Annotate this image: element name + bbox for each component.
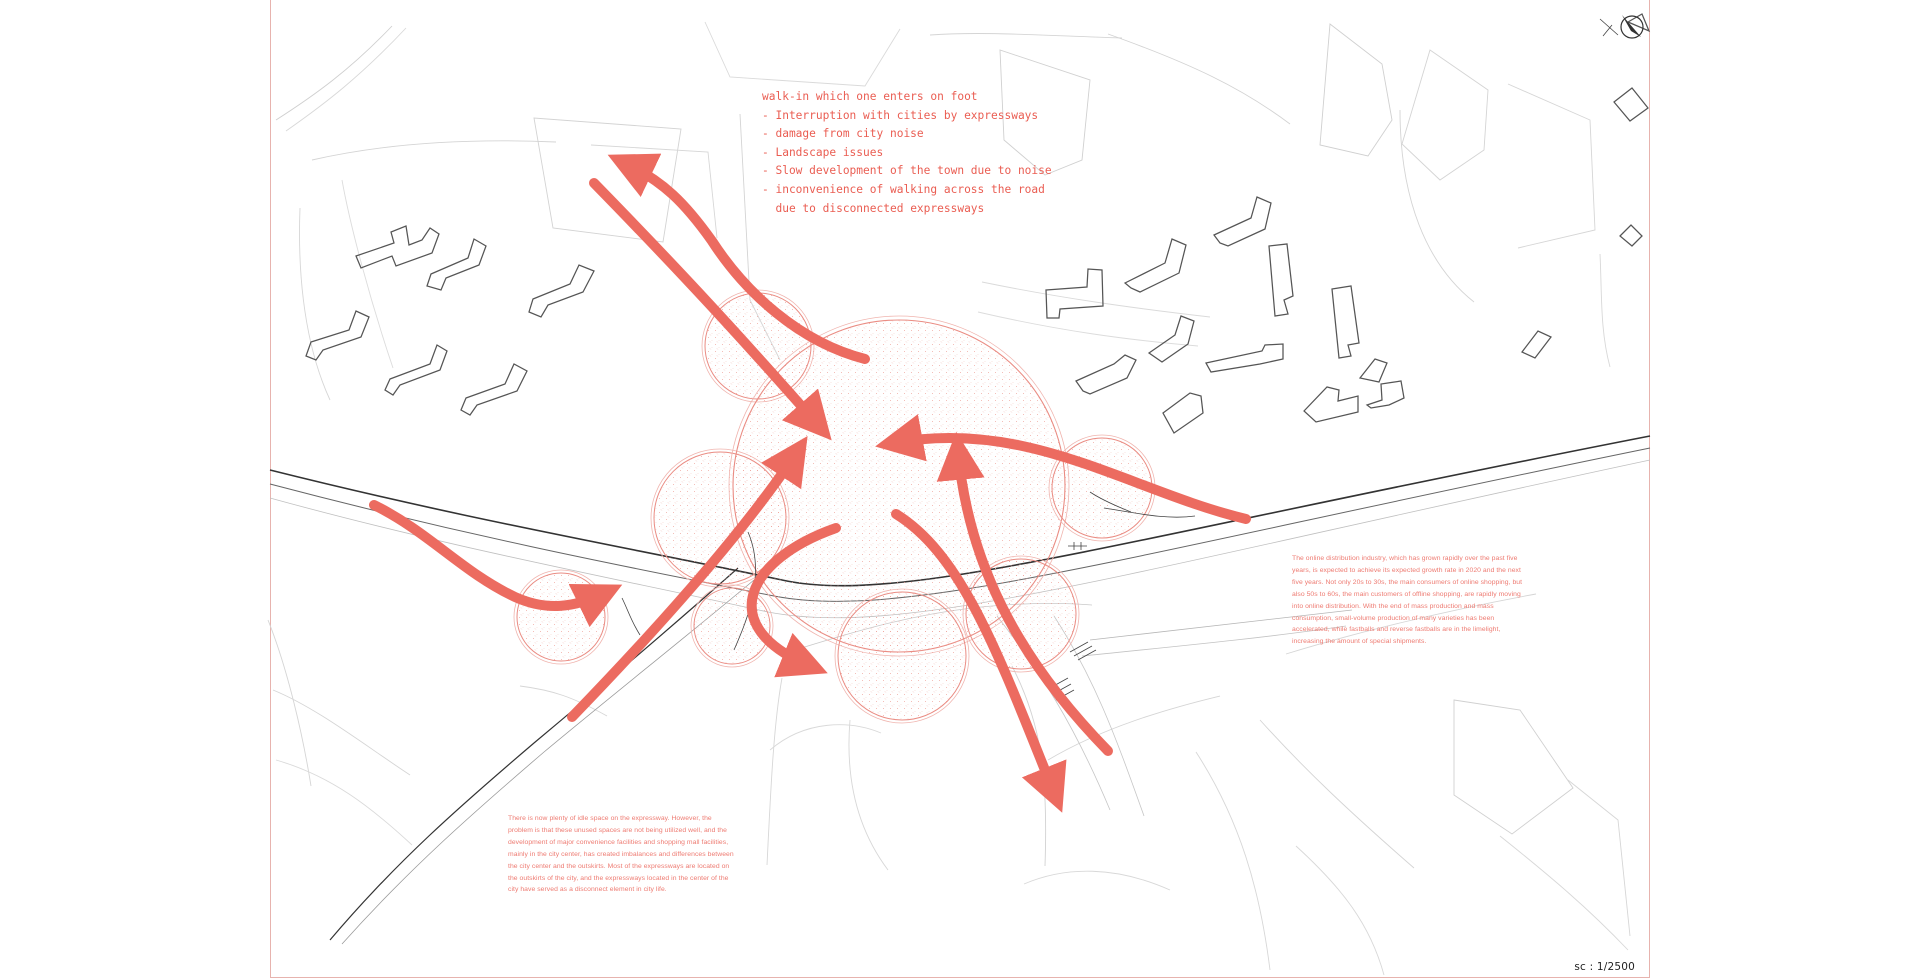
north-arrow-pointer xyxy=(1622,15,1641,37)
base-map xyxy=(267,21,1631,976)
online-distribution-paragraph: The online distribution industry, which … xyxy=(1292,555,1523,646)
circular-plazas xyxy=(513,289,1156,724)
arrow-left-plaza xyxy=(369,500,623,628)
note-line: - inconvenience of walking across the ro… xyxy=(762,182,1045,196)
arrow-vertical-south-east xyxy=(936,431,1113,756)
pedestrian-flow-arrows xyxy=(369,153,1251,813)
arrow-north-west xyxy=(607,153,870,364)
arrow-south-east xyxy=(891,509,1067,813)
arrow-south-west-to-center xyxy=(567,435,808,722)
note-line: - damage from city noise xyxy=(762,127,924,141)
note-line: - Slow development of the town due to no… xyxy=(762,164,1052,178)
building-footprints xyxy=(305,13,1651,434)
arrow-top-diagonal xyxy=(589,178,832,441)
note-line: - Interruption with cities by expressway… xyxy=(762,108,1039,122)
expressway-space-paragraph: There is now plenty of idle space on the… xyxy=(508,815,734,894)
scale-label: sc : 1/2500 xyxy=(1574,961,1635,973)
note-line: - Landscape issues xyxy=(762,145,884,159)
arrow-center-south xyxy=(746,523,841,678)
site-issues-notes: walk-in which one enters on foot - Interr… xyxy=(762,88,1122,218)
north-arrow xyxy=(1620,15,1644,39)
north-arrow-icon xyxy=(1620,15,1644,39)
note-line: walk-in which one enters on foot xyxy=(762,90,978,103)
note-line: due to disconnected expressways xyxy=(762,201,985,215)
